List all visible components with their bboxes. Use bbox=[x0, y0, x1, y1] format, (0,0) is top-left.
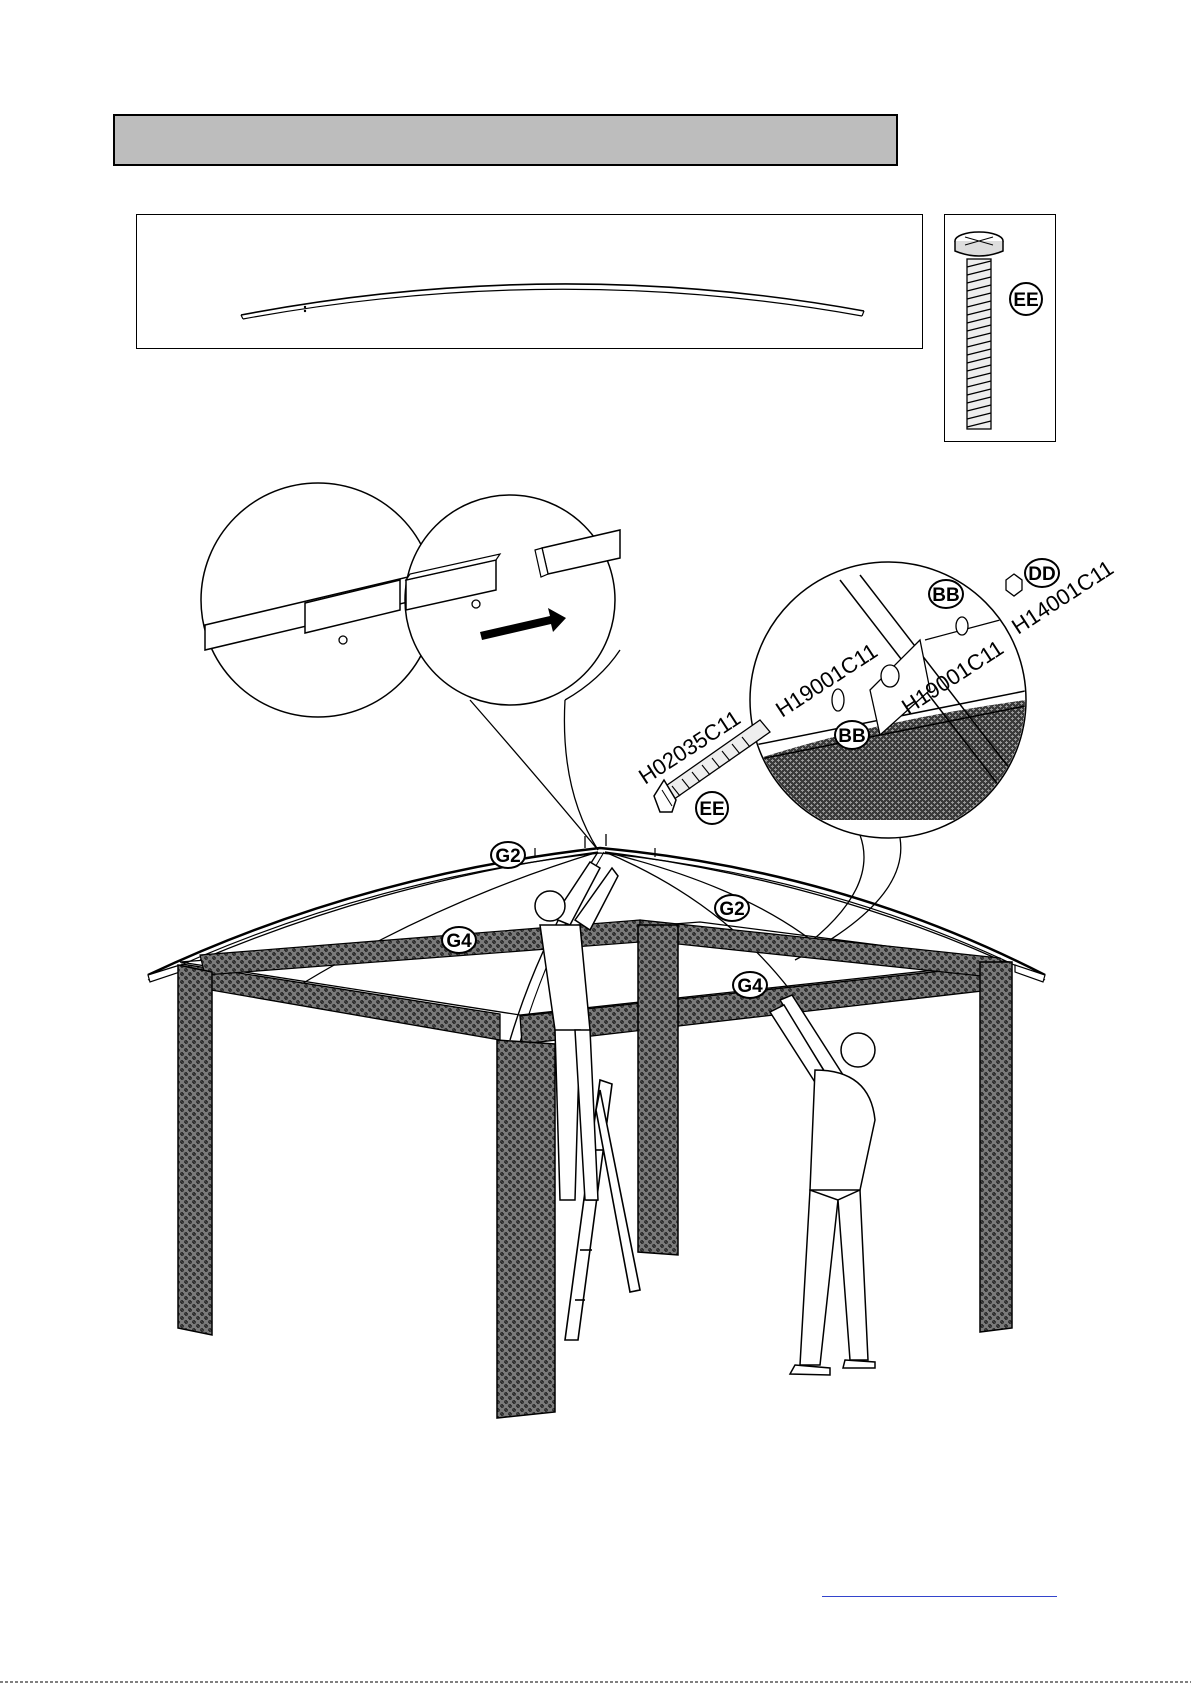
label-g4-right: G4 bbox=[737, 976, 763, 997]
label-g2-right-badge: G2 bbox=[715, 895, 749, 921]
label-bb-bottom: BB bbox=[838, 726, 865, 747]
label-g4-left: G4 bbox=[446, 931, 472, 952]
label-g2-left: G2 bbox=[495, 846, 520, 867]
label-ee-exploded: EE bbox=[699, 799, 724, 820]
label-dd-badge: DD bbox=[1025, 559, 1059, 587]
label-ee-exploded-badge: EE bbox=[696, 792, 728, 824]
label-bb-top: BB bbox=[932, 585, 959, 606]
part-number-nut: H14001C11 bbox=[1007, 555, 1118, 639]
gazebo-frame bbox=[180, 920, 1010, 1044]
label-bb-bottom-badge: BB bbox=[835, 721, 869, 749]
label-bb-top-badge: BB bbox=[929, 580, 963, 608]
label-g2-left-badge: G2 bbox=[491, 842, 525, 868]
label-g2-right: G2 bbox=[719, 899, 744, 920]
label-dd: DD bbox=[1028, 564, 1055, 585]
footer-link[interactable] bbox=[822, 1580, 1057, 1597]
person-standing bbox=[770, 995, 875, 1375]
label-g4-left-badge: G4 bbox=[442, 927, 476, 953]
detail-circle-middle bbox=[405, 495, 620, 705]
label-g4-right-badge: G4 bbox=[733, 972, 767, 998]
